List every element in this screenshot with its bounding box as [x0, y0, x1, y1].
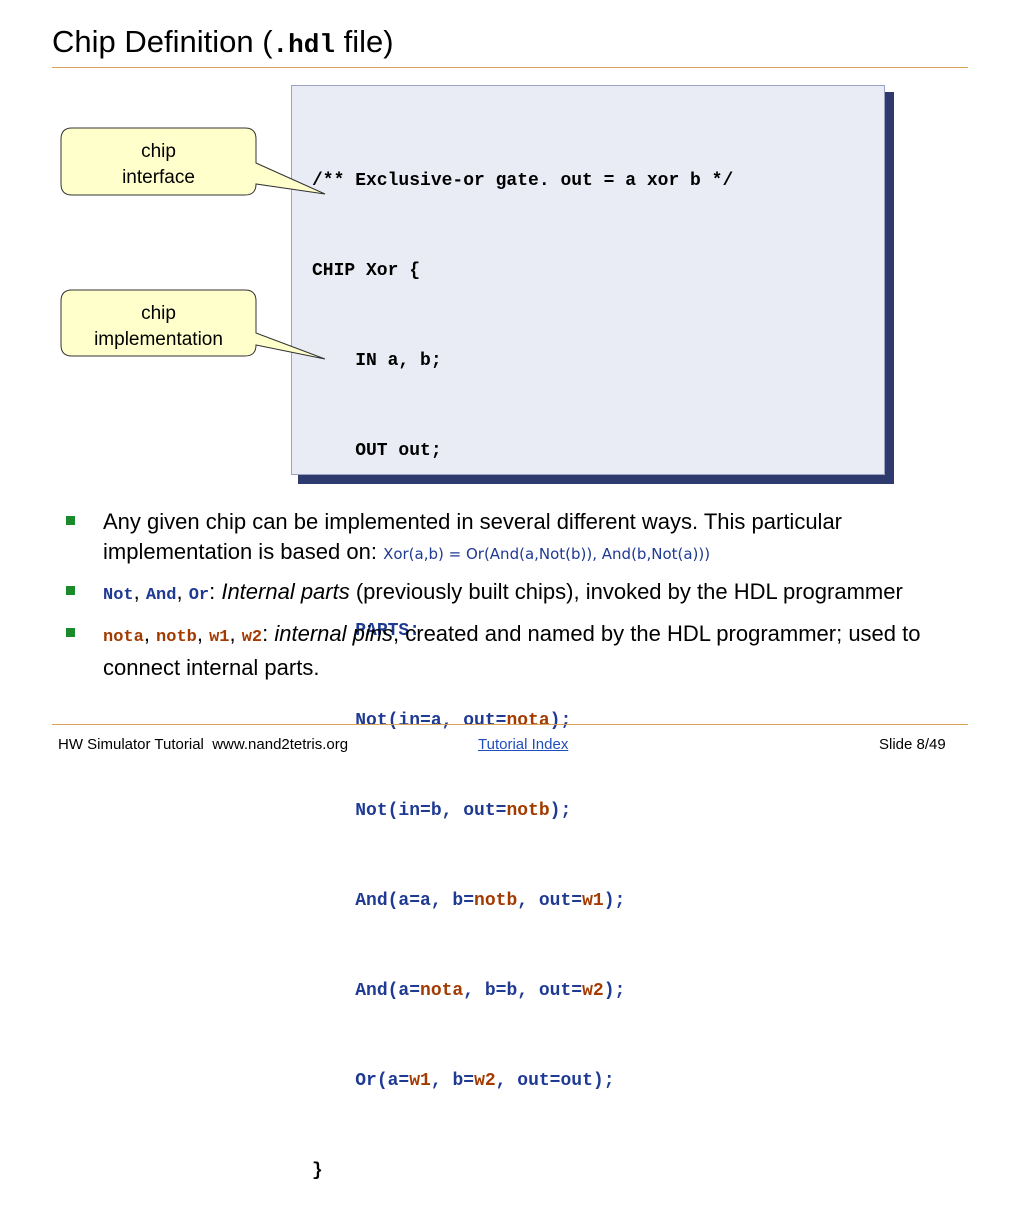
title-extension: .hdl — [272, 30, 335, 60]
pin-w2: w2 — [474, 1071, 496, 1091]
bullet-marker — [66, 516, 75, 525]
code-line-chip: CHIP Xor { — [312, 261, 421, 281]
internal-parts-term: Internal parts — [221, 579, 350, 604]
parts-keyword: PARTS: — [355, 621, 421, 641]
not1-end: ); — [549, 711, 572, 731]
code-line-close: } — [312, 1161, 323, 1181]
not2-end: ); — [549, 801, 572, 821]
code-box — [291, 85, 885, 475]
callout-implementation-line2: implementation — [94, 329, 223, 350]
bullet-list: Any given chip can be implemented in sev… — [66, 507, 996, 691]
pin-w1: w1 — [409, 1071, 431, 1091]
callout-implementation — [60, 289, 326, 360]
part-or: Or — [188, 586, 210, 605]
slide-number: Slide 8/49 — [879, 736, 946, 753]
footer-left: HW Simulator Tutorial www.nand2tetris.or… — [58, 736, 349, 753]
code-line-parts: PARTS: — [312, 616, 733, 646]
and2-part: And(a= — [355, 981, 421, 1001]
separator: , — [229, 621, 242, 646]
footer-divider — [52, 724, 968, 725]
code-line-and2: And(a=nota, b=b, out=w2); — [312, 976, 733, 1006]
title-prefix: Chip Definition ( — [52, 24, 273, 59]
separator: : — [209, 579, 222, 604]
and2-mid: , b=b, out= — [463, 981, 583, 1001]
code-line-not1: Not(in=a, out=nota); — [312, 706, 733, 736]
bullet-marker — [66, 628, 75, 637]
not1-part: Not(in=a, out= — [355, 711, 507, 731]
pin-notb: notb — [474, 891, 518, 911]
title-suffix: file) — [334, 24, 394, 59]
pin-w1: w1 — [582, 891, 604, 911]
callout-interface-text: chip interface — [61, 139, 256, 191]
pin-notb: notb — [506, 801, 550, 821]
pin-w2: w2 — [241, 628, 263, 647]
title-divider — [52, 67, 968, 68]
pin-nota: nota — [103, 628, 144, 647]
pin-w1: w1 — [209, 628, 230, 647]
separator: , — [143, 621, 157, 646]
not2-part: Not(in=b, out= — [355, 801, 507, 821]
separator: , — [176, 579, 189, 604]
callout-interface — [60, 127, 326, 196]
bullet-item-3: nota, notb, w1, w2: internal pins, creat… — [66, 619, 996, 683]
slide-title: Chip Definition (.hdl file) — [52, 22, 394, 65]
bullet-1-text: Any given chip can be implemented in sev… — [103, 509, 843, 564]
code-line-out: OUT out; — [312, 441, 442, 461]
and1-part: And(a=a, b= — [355, 891, 475, 911]
pin-notb: notb — [156, 628, 197, 647]
and2-end: ); — [603, 981, 626, 1001]
or-mid: , b= — [430, 1071, 475, 1091]
bullet-2-text: (previously built chips), invoked by the… — [349, 579, 903, 604]
code-line-not2: Not(in=b, out=notb); — [312, 796, 733, 826]
part-not: Not — [103, 586, 134, 605]
code-line-or: Or(a=w1, b=w2, out=out); — [312, 1066, 733, 1096]
bullet-item-2: Not, And, Or: Internal parts (previously… — [66, 577, 996, 611]
bullet-item-1: Any given chip can be implemented in sev… — [66, 507, 996, 569]
separator: , — [133, 579, 146, 604]
internal-pins-term: internal pins — [274, 621, 394, 646]
separator: , — [196, 621, 210, 646]
pin-nota: nota — [506, 711, 550, 731]
xor-formula: Xor(a,b) = Or(And(a,Not(b)), And(b,Not(a… — [383, 545, 711, 563]
pin-nota: nota — [420, 981, 464, 1001]
or-end: , out=out); — [495, 1071, 615, 1091]
code-line-comment: /** Exclusive-or gate. out = a xor b */ — [312, 171, 734, 191]
tutorial-index-link[interactable]: Tutorial Index — [478, 736, 569, 753]
footer-link-wrap: Tutorial Index — [478, 735, 568, 755]
and1-mid: , out= — [517, 891, 583, 911]
code-line-in: IN a, b; — [312, 351, 442, 371]
or-part: Or(a= — [355, 1071, 410, 1091]
pin-w2: w2 — [582, 981, 604, 1001]
callout-interface-line2: interface — [122, 167, 195, 188]
callout-implementation-text: chip implementation — [61, 301, 256, 353]
callout-interface-line1: chip — [141, 141, 176, 162]
part-and: And — [145, 586, 177, 605]
callout-shapes — [60, 127, 326, 360]
code-line-and1: And(a=a, b=notb, out=w1); — [312, 886, 733, 916]
and1-end: ); — [603, 891, 626, 911]
separator: : — [262, 621, 275, 646]
callout-implementation-line1: chip — [141, 303, 176, 324]
bullet-marker — [66, 586, 75, 595]
bullet-3-text: , created and named by the HDL programme… — [103, 621, 921, 680]
